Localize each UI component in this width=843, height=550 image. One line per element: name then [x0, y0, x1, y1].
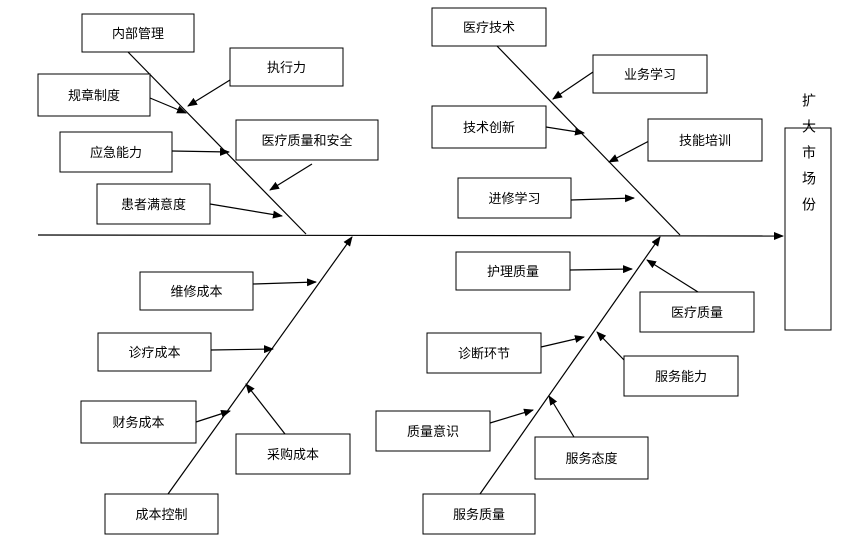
arrow-rules-system — [149, 97, 187, 114]
cause-rules-system-frame — [37, 73, 151, 117]
cause-service-attitude-frame — [534, 436, 649, 480]
cause-emergency-ability-frame — [59, 131, 173, 173]
cause-service-ability: 服务能力 — [623, 355, 739, 397]
category-cost-control: 成本控制 — [104, 493, 219, 535]
cause-quality-awareness-label: 质量意识 — [407, 424, 459, 440]
bone-internal-management — [127, 51, 307, 235]
arrow-tech-innovation — [545, 126, 585, 136]
cause-rules-system: 规章制度 — [37, 73, 151, 117]
arrow-business-learning — [552, 71, 594, 100]
cause-execution: 执行力 — [229, 47, 344, 87]
cause-treatment-cost: 诊疗成本 — [97, 332, 212, 372]
cause-skill-training-frame — [647, 118, 763, 162]
bone-service-quality — [479, 236, 661, 495]
cause-treatment-cost-label: 诊疗成本 — [128, 346, 180, 361]
category-service-quality-label: 服务质量 — [453, 507, 505, 523]
cause-patient-satisfaction-frame — [96, 183, 211, 225]
category-service-quality-frame — [422, 493, 536, 535]
cause-emergency-ability-label: 应急能力 — [90, 145, 142, 161]
cause-business-learning: 业务学习 — [592, 54, 708, 94]
cause-advanced-study-frame — [457, 177, 572, 219]
arrow-treatment-cost — [210, 345, 274, 354]
cause-business-learning-frame — [592, 54, 708, 94]
category-internal-management: 内部管理 — [81, 13, 195, 53]
cause-rules-system-label: 规章制度 — [68, 88, 120, 104]
cause-tech-innovation-label: 技术创新 — [463, 120, 515, 136]
connector-lines — [37, 45, 784, 495]
cause-maintenance-cost: 维修成本 — [139, 271, 254, 311]
cause-nursing-quality-frame — [455, 251, 571, 291]
cause-tech-innovation-frame — [431, 105, 547, 149]
cause-treatment-cost-frame — [97, 332, 212, 372]
cause-financial-cost: 财务成本 — [80, 400, 197, 444]
arrow-financial-cost — [195, 409, 231, 423]
category-medical-technology-frame — [431, 7, 547, 47]
cause-diagnosis-link: 诊断环节 — [426, 332, 542, 374]
cause-nursing-quality: 护理质量 — [455, 251, 571, 291]
arrow-procurement-cost — [245, 383, 286, 435]
cause-financial-cost-label: 财务成本 — [112, 415, 164, 431]
cause-service-attitude: 服务态度 — [534, 436, 649, 480]
cause-medical-quality-label: 医疗质量 — [671, 306, 723, 321]
arrow-maintenance-cost — [252, 278, 317, 287]
arrow-patient-satisfaction — [209, 203, 283, 219]
cause-execution-frame — [229, 47, 344, 87]
cause-emergency-ability: 应急能力 — [59, 131, 173, 173]
spine-line — [37, 231, 784, 240]
category-service-quality: 服务质量 — [422, 493, 536, 535]
cause-procurement-cost-frame — [235, 433, 351, 475]
category-internal-management-label: 内部管理 — [112, 26, 164, 42]
cause-procurement-cost: 采购成本 — [235, 433, 351, 475]
cause-service-attitude-label: 服务态度 — [565, 451, 617, 467]
arrow-medical-quality-safety — [269, 163, 313, 191]
cause-medical-quality-safety-label: 医疗质量和安全 — [261, 133, 352, 149]
arrow-skill-training — [608, 140, 650, 163]
category-cost-control-frame — [104, 493, 219, 535]
arrow-emergency-ability — [171, 147, 230, 156]
cause-quality-awareness-frame — [375, 410, 491, 452]
cause-quality-awareness: 质量意识 — [375, 410, 491, 452]
cause-financial-cost-frame — [80, 400, 197, 444]
arrow-service-attitude — [548, 395, 575, 438]
cause-maintenance-cost-label: 维修成本 — [170, 285, 222, 300]
cause-business-learning-label: 业务学习 — [624, 67, 676, 83]
effect-box: 扩大市场份 — [784, 93, 832, 331]
arrow-diagnosis-link — [540, 335, 585, 348]
cause-skill-training-label: 技能培训 — [679, 133, 731, 149]
cause-advanced-study: 进修学习 — [457, 177, 572, 219]
cause-diagnosis-link-label: 诊断环节 — [458, 347, 510, 362]
cause-medical-quality-frame — [639, 291, 755, 333]
category-internal-management-frame — [81, 13, 195, 53]
arrow-advanced-study — [570, 194, 635, 203]
cause-medical-quality-safety: 医疗质量和安全 — [235, 119, 379, 161]
effect-box-label: 扩大市场份 — [800, 93, 816, 223]
cause-procurement-cost-label: 采购成本 — [267, 447, 319, 463]
category-medical-technology: 医疗技术 — [431, 7, 547, 47]
arrow-execution — [187, 79, 231, 107]
cause-patient-satisfaction: 患者满意度 — [96, 183, 211, 225]
bone-medical-technology — [496, 45, 681, 236]
cause-advanced-study-label: 进修学习 — [488, 191, 540, 207]
cause-service-ability-frame — [623, 355, 739, 397]
effect-box-frame — [784, 127, 832, 331]
arrow-nursing-quality — [569, 265, 633, 274]
arrow-quality-awareness — [489, 408, 534, 424]
bone-cost-control — [167, 236, 353, 495]
cause-service-ability-label: 服务能力 — [655, 369, 707, 385]
cause-medical-quality: 医疗质量 — [639, 291, 755, 333]
cause-patient-satisfaction-label: 患者满意度 — [121, 197, 186, 213]
arrow-service-ability — [596, 331, 625, 361]
cause-execution-label: 执行力 — [267, 61, 306, 76]
cause-maintenance-cost-frame — [139, 271, 254, 311]
category-cost-control-label: 成本控制 — [135, 508, 187, 523]
cause-medical-quality-safety-frame — [235, 119, 379, 161]
cause-skill-training: 技能培训 — [647, 118, 763, 162]
category-medical-technology-label: 医疗技术 — [463, 21, 515, 36]
cause-diagnosis-link-frame — [426, 332, 542, 374]
arrow-medical-quality — [646, 259, 699, 293]
cause-nursing-quality-label: 护理质量 — [487, 265, 539, 280]
cause-tech-innovation: 技术创新 — [431, 105, 547, 149]
